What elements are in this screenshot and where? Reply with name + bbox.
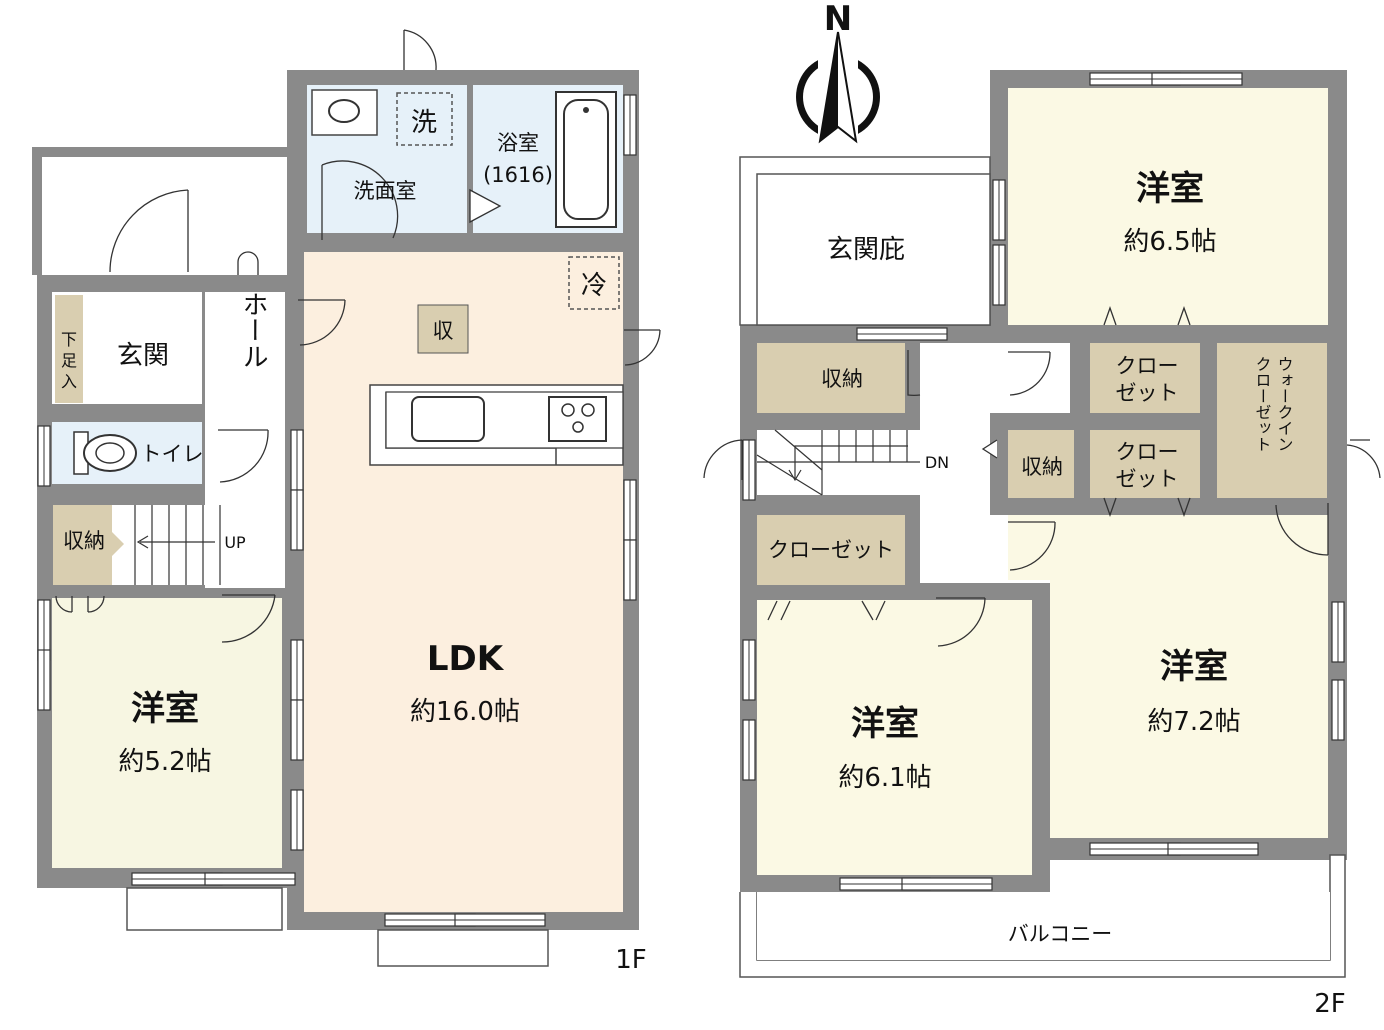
- room-2f-hall: [920, 343, 990, 583]
- north-label: N: [824, 0, 852, 39]
- room-2f-closet-2: [1090, 430, 1200, 498]
- floor1-label: 1F: [615, 945, 647, 975]
- walkin-label-2: クローゼット: [1253, 356, 1272, 452]
- room-2f-closet-1: [1090, 343, 1200, 413]
- geta-label-1: 下: [61, 330, 77, 349]
- room-2f-bed-ne: [1008, 88, 1328, 325]
- floor2-label: 2F: [1314, 989, 1346, 1019]
- bath-label-2: (1616): [483, 163, 553, 187]
- bedroom-1f-name: 洋室: [131, 689, 199, 729]
- room-1f-stair: [112, 505, 282, 585]
- geta-label-3: 入: [61, 372, 77, 391]
- stair-1f-dir: UP: [224, 533, 246, 552]
- bed-se-size: 約7.2帖: [1147, 707, 1240, 737]
- balcony-label: バルコニー: [1008, 922, 1113, 946]
- fridge-label: 冷: [581, 271, 607, 301]
- toilet-icon: [73, 431, 137, 475]
- stove-icon: [548, 396, 607, 442]
- sink-icon: [411, 396, 485, 442]
- bedroom-1f-size: 約5.2帖: [118, 747, 211, 777]
- floor-1: [32, 29, 661, 967]
- kitchen-storage-box: [417, 304, 469, 354]
- bed-ne-size: 約6.5帖: [1123, 227, 1216, 257]
- bay-1f-ldk: [377, 929, 549, 967]
- room-1f-geta: [55, 295, 83, 403]
- stair-2f: [756, 429, 920, 496]
- storage-b-label: 収納: [1021, 455, 1063, 479]
- closet-sw-label: クローゼット: [768, 538, 894, 562]
- room-2f-walkin: [1217, 343, 1327, 498]
- room-2f-storage-b: [1008, 430, 1074, 498]
- room-1f-bedroom: [52, 598, 282, 868]
- walkin-label-1: ウォークイン: [1275, 356, 1294, 452]
- bay-1f-bedroom: [126, 887, 283, 931]
- wash-basin-icon: [311, 89, 378, 136]
- closet-2-label-1: クロー: [1116, 440, 1179, 464]
- room-2f-storage-a: [757, 343, 905, 413]
- bed-ne-name: 洋室: [1136, 169, 1204, 209]
- closet-2-label-2: ゼット: [1116, 467, 1179, 491]
- room-1f-stair-storage: [53, 505, 124, 585]
- labels: LDK 約16.0帖 洋室 約5.2帖 玄関 ホール 下 足 入 トイレ 収納 …: [61, 0, 1346, 1019]
- ldk-name: LDK: [427, 639, 505, 679]
- hall-label: ホール: [238, 291, 268, 369]
- genkan-roof-label: 玄関庇: [827, 235, 905, 265]
- washer-label: 洗: [411, 108, 437, 138]
- floor-2: [703, 31, 1381, 978]
- stair-storage-1f-label: 収納: [63, 529, 105, 553]
- washer-box: [396, 92, 453, 146]
- doors-2f: [703, 306, 1381, 647]
- washroom-label: 洗面室: [354, 179, 417, 203]
- storage-a-label: 収納: [821, 367, 863, 391]
- room-1f-hall: [205, 292, 285, 422]
- bed-sw-name: 洋室: [851, 704, 919, 744]
- bed-sw-size: 約6.1帖: [838, 763, 931, 793]
- kitchen-storage-label: 収: [433, 319, 454, 343]
- fridge-box: [568, 256, 620, 310]
- stair-1f: [134, 505, 221, 585]
- bath-label-1: 浴室: [497, 131, 539, 155]
- doors-1f: [55, 29, 661, 643]
- bathtub-icon: [555, 91, 617, 228]
- room-1f-ldk: [304, 252, 623, 912]
- room-2f-bed-sw: [757, 600, 1032, 875]
- toilet-label: トイレ: [141, 442, 204, 466]
- bed-se-name: 洋室: [1160, 647, 1228, 687]
- geta-label-2: 足: [61, 351, 77, 370]
- room-2f-bed-se: [1008, 515, 1328, 838]
- porch-outline: [32, 147, 287, 275]
- stair-2f-dir: DN: [925, 453, 949, 472]
- room-2f-closet-sw: [757, 515, 905, 585]
- closet-1-label-1: クロー: [1116, 354, 1179, 378]
- room-2f-hall-b: [990, 343, 1070, 413]
- closet-1-label-2: ゼット: [1116, 381, 1179, 405]
- ldk-size: 約16.0帖: [410, 697, 520, 727]
- north-compass-icon: [796, 31, 880, 145]
- genkan-label: 玄関: [117, 341, 169, 371]
